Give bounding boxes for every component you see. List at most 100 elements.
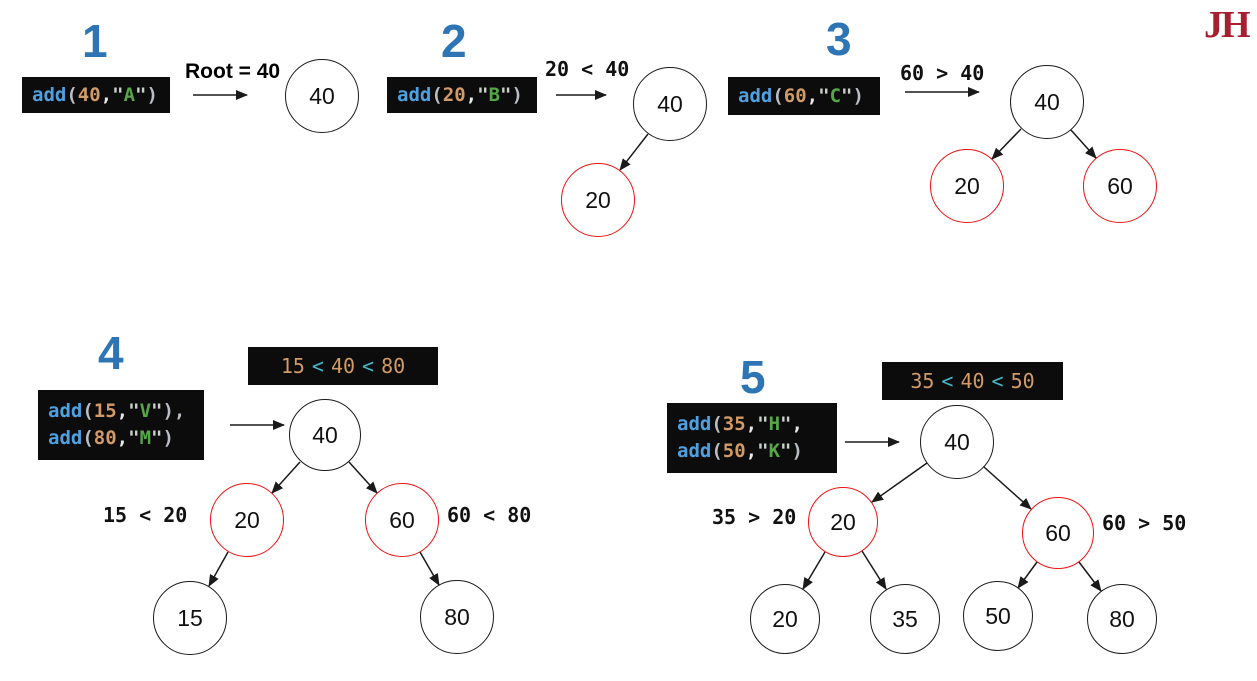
code-token: 40 <box>77 83 101 106</box>
node-value: 35 <box>892 605 918 632</box>
code-token: ) <box>791 440 803 462</box>
node-value: 20 <box>234 506 260 533</box>
condition-token: 15 <box>280 354 305 378</box>
code-line: add(40,"A") <box>32 82 160 109</box>
step5-edge-60-50 <box>1017 561 1038 589</box>
code-line: add(60,"C") <box>738 83 870 110</box>
step-4-condition-box: 15<40<80 <box>248 347 438 385</box>
code-token: C <box>829 84 842 107</box>
code-token: ) <box>511 83 523 106</box>
code-token: " <box>151 427 163 449</box>
step-3-code-box: add(60,"C") <box>728 77 880 115</box>
node-value: 80 <box>444 603 470 630</box>
code-token: 50 <box>722 440 746 462</box>
code-token: " <box>128 427 140 449</box>
step-4-node-left: 20 <box>210 483 284 557</box>
code-token: " <box>112 83 124 106</box>
step-3-node-left: 20 <box>930 149 1004 223</box>
less-than-operator: < <box>941 369 954 393</box>
code-token: A <box>123 83 136 106</box>
node-value: 60 <box>1045 519 1071 546</box>
step-5-node-root: 40 <box>920 405 994 479</box>
step5-edge-40-60 <box>983 466 1032 510</box>
code-line: add(20,"B") <box>397 82 527 109</box>
code-token: 35 <box>722 413 746 435</box>
step-1-number: 1 <box>82 15 108 67</box>
step-5-number: 5 <box>740 351 766 403</box>
node-value: 40 <box>309 82 335 109</box>
step5-edge-20-35 <box>861 550 887 590</box>
node-value: 20 <box>954 172 980 199</box>
code-token: , <box>465 83 478 106</box>
step4-edge-20-15 <box>208 551 229 587</box>
code-token: add <box>738 84 773 107</box>
step4-edge-40-60 <box>348 461 378 494</box>
code-token: V <box>139 400 152 422</box>
code-token: add <box>32 83 67 106</box>
code-token: ) <box>146 83 158 106</box>
step4-edge-60-80 <box>419 551 440 586</box>
step-2-code-box: add(20,"B") <box>387 77 537 113</box>
code-token: K <box>768 440 781 462</box>
jh-logo: JH <box>1204 4 1251 46</box>
code-token: ( <box>66 83 78 106</box>
code-token: ), <box>162 400 186 422</box>
node-value: 60 <box>389 506 415 533</box>
step-3-node-right: 60 <box>1083 149 1157 223</box>
less-than-operator: < <box>991 369 1004 393</box>
node-value: 80 <box>1109 605 1135 632</box>
code-token: , <box>806 84 819 107</box>
code-token: " <box>757 413 769 435</box>
code-token: 80 <box>93 427 117 449</box>
step-3-node-root: 40 <box>1010 65 1084 139</box>
code-token: ( <box>431 83 443 106</box>
code-token: add <box>397 83 432 106</box>
condition-token: 80 <box>381 354 406 378</box>
step-4-number: 4 <box>98 327 124 379</box>
step-1-code-box: add(40,"A") <box>22 77 170 113</box>
step-5-node-right: 60 <box>1022 497 1094 569</box>
code-line: add(50,"K") <box>677 438 827 465</box>
step2-edge-40-20 <box>619 133 649 171</box>
code-line: add(80,"M") <box>48 425 194 452</box>
code-token: 20 <box>442 83 466 106</box>
code-token: " <box>818 84 830 107</box>
less-than-operator: < <box>362 354 375 378</box>
step-5-code-box: add(35,"H", add(50,"K") <box>667 403 837 473</box>
step-5-node-leaf-80: 80 <box>1087 584 1157 654</box>
code-token: " <box>151 400 163 422</box>
step-1-arrow-label: Root = 40 <box>185 60 281 83</box>
node-value: 20 <box>772 605 798 632</box>
node-value: 40 <box>944 428 970 455</box>
code-token: ) <box>852 84 864 107</box>
step-4-node-root: 40 <box>289 399 361 471</box>
step3-edge-40-60 <box>1070 129 1097 159</box>
code-token: " <box>500 83 512 106</box>
code-token: ( <box>82 400 94 422</box>
code-token: , <box>100 83 113 106</box>
code-token: 60 <box>783 84 807 107</box>
step-1-node-root: 40 <box>285 59 359 133</box>
step-4-code-box: add(15,"V"), add(80,"M") <box>38 390 204 460</box>
step-4-node-leaf-80: 80 <box>420 580 494 654</box>
code-token: , <box>116 427 129 449</box>
code-token: , <box>745 413 758 435</box>
step-2-arrow-label: 20 < 40 <box>545 57 630 81</box>
step-3-number: 3 <box>826 13 852 65</box>
node-value: 50 <box>985 602 1011 629</box>
node-value: 40 <box>1034 88 1060 115</box>
code-token: add <box>48 400 83 422</box>
step-2-node-root: 40 <box>633 67 707 141</box>
step-5-compare-left: 35 > 20 <box>712 505 797 529</box>
code-token: H <box>768 413 781 435</box>
step5-edge-60-80 <box>1078 561 1102 592</box>
step3-edge-40-20 <box>991 128 1022 160</box>
code-token: , <box>745 440 758 462</box>
code-line: add(15,"V"), <box>48 398 194 425</box>
code-token: ( <box>711 413 723 435</box>
code-token: B <box>488 83 501 106</box>
code-token: " <box>757 440 769 462</box>
code-token: " <box>841 84 853 107</box>
condition-token: 35 <box>910 369 935 393</box>
